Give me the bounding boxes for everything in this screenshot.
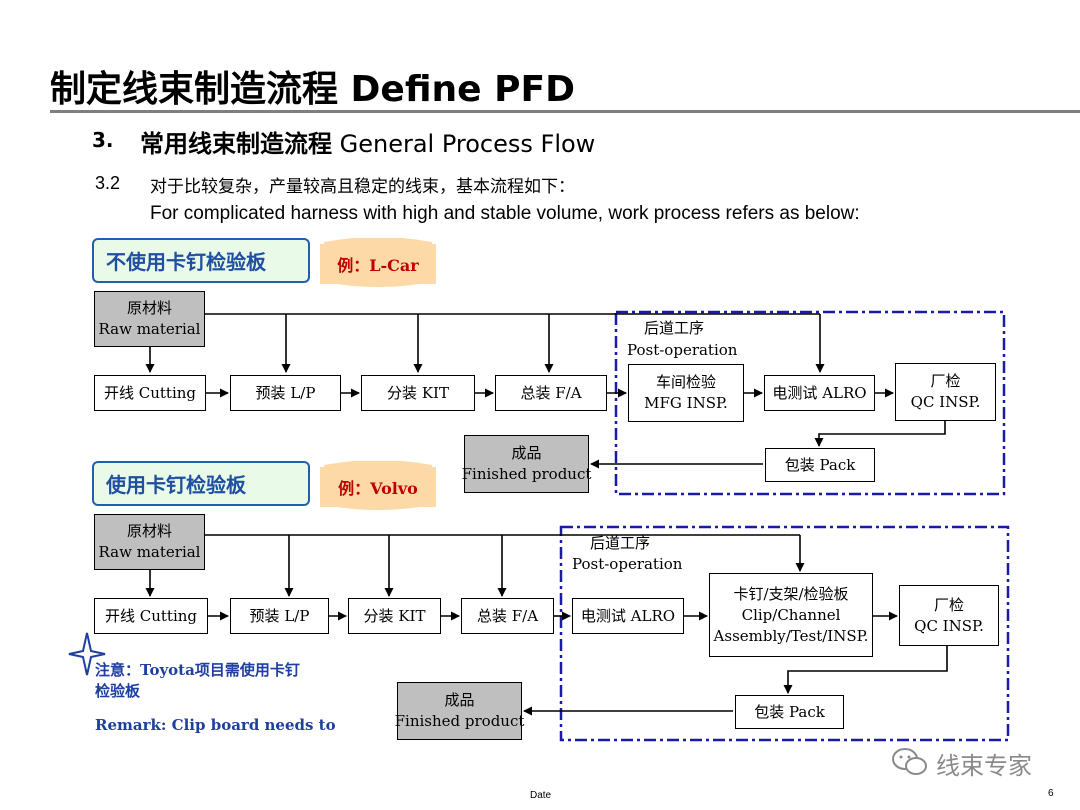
flow1-raw-zh: 原材料 (126, 299, 172, 317)
flow1-finished-zh: 成品 (511, 444, 542, 462)
flow1-alro-box: 电测试 ALRO (764, 375, 875, 411)
section-title-en: General Process Flow (339, 130, 596, 158)
flow2-kit-box: 分装 KIT (348, 598, 441, 634)
flow2-qc-insp-box: 厂检 QC INSP. (899, 585, 999, 646)
section-title: 常用线束制造流程 General Process Flow (140, 124, 595, 159)
wechat-icon (892, 748, 927, 775)
flow1-mfg-zh: 车间检验 (655, 373, 716, 391)
flow1-finished-en: Finished product (461, 465, 592, 483)
remark-en: Remark: Clip board needs to (95, 716, 336, 734)
subsection-text-zh: 对于比较复杂，产量较高且稳定的线束，基本流程如下： (150, 177, 575, 197)
flow1-mfg-en: MFG INSP. (644, 394, 728, 412)
subsection-number: 3.2 (95, 173, 121, 193)
flow2-finished-product-box: 成品 Finished product (394, 682, 525, 740)
flow2-cutting-box: 开线 Cutting (94, 598, 208, 634)
flow1-qc-insp-box: 厂检 QC INSP. (895, 363, 996, 421)
flow1-raw-material-box: 原材料 Raw material (94, 291, 205, 347)
flow2-raw-en: Raw material (98, 543, 201, 561)
flow2-qc-zh: 厂检 (933, 595, 964, 614)
note-zh: 注意：Toyota项目需使用卡钉 检验板 (95, 660, 355, 702)
page-title: 制定线束制造流程 Define PFD (50, 69, 575, 110)
flow2-fa-box: 总装 F/A (461, 598, 554, 634)
section-number: 3. (92, 128, 114, 152)
watermark-text: 线束专家 (936, 752, 1032, 780)
note-zh-line2: 检验板 (95, 682, 141, 700)
flow1-mfg-insp-box: 车间检验 MFG INSP. (628, 364, 744, 422)
star-icon (68, 632, 106, 676)
flow2-post-en: Post-operation (572, 555, 683, 573)
flow1-kit-box: 分装 KIT (361, 375, 475, 411)
flow1-finished-product-box: 成品 Finished product (461, 435, 592, 493)
flow2-clip-channel-box: 卡钉/支架/检验板 Clip/Channel Assembly/Test/INS… (709, 573, 873, 657)
section-title-zh: 常用线束制造流程 (140, 130, 332, 158)
flow1-example: 例：L-Car (320, 244, 436, 284)
flow1-qc-en: QC INSP. (910, 393, 981, 411)
flow2-finished-en: Finished product (394, 712, 525, 730)
flow2-clip-en2: Assembly/Test/INSP. (713, 626, 869, 645)
flow1-post-en: Post-operation (627, 341, 738, 359)
flow1-fa-box: 总装 F/A (495, 375, 607, 411)
flow1-lp-box: 预装 L/P (230, 375, 341, 411)
subsection-text-en: For complicated harness with high and st… (150, 203, 860, 224)
flow1-raw-en: Raw material (98, 320, 201, 338)
flow1-qc-zh: 厂检 (930, 372, 961, 390)
flow2-raw-material-box: 原材料 Raw material (94, 514, 205, 570)
flow2-alro-box: 电测试 ALRO (572, 598, 684, 634)
flow1-tag: 不使用卡钉检验板 (92, 238, 310, 283)
flow2-finished-zh: 成品 (444, 691, 475, 709)
flow1-post-zh: 后道工序 (644, 319, 705, 337)
flow1-cutting-box: 开线 Cutting (94, 375, 206, 411)
note-zh-line1: 注意：Toyota项目需使用卡钉 (95, 661, 300, 679)
footer-page-number: 6 (1048, 788, 1054, 799)
flow2-qc-en: QC INSP. (914, 616, 984, 635)
flow2-clip-zh: 卡钉/支架/检验板 (733, 584, 849, 603)
flow2-example: 例：Volvo (320, 467, 436, 507)
post-operation-frame-2 (559, 525, 1010, 742)
flow2-pack-box: 包装 Pack (735, 695, 844, 729)
flow1-pack-box: 包装 Pack (765, 448, 875, 482)
flow2-lp-box: 预装 L/P (230, 598, 329, 634)
title-divider (50, 110, 1080, 113)
flow2-clip-en1: Clip/Channel (741, 605, 841, 624)
flow2-post-zh: 后道工序 (590, 534, 651, 552)
flow2-raw-zh: 原材料 (126, 522, 172, 540)
flow2-tag: 使用卡钉检验板 (92, 461, 310, 506)
post-operation-frame-1 (614, 310, 1006, 496)
footer-date-label: Date (530, 790, 552, 801)
